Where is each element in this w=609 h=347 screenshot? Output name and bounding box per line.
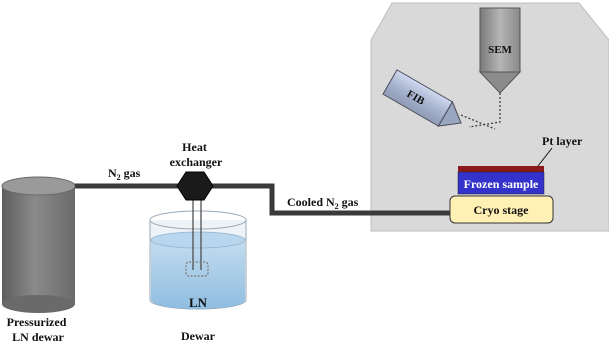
- pt-layer-pointer: [537, 147, 553, 167]
- cooled-gas-pipe: [212, 183, 450, 216]
- cryo-stage-label: Cryo stage: [474, 203, 530, 217]
- ln-dewar: [149, 210, 247, 310]
- cooled-n2-gas-label: Cooled N2 gas: [287, 195, 359, 211]
- ln-label: LN: [189, 295, 208, 310]
- heat-exchanger-label: Heat exchanger: [170, 140, 223, 169]
- pt-layer: [458, 166, 544, 172]
- pressurized-dewar-label: Pressurized LN dewar: [7, 315, 70, 344]
- n2-gas-label: N2 gas: [108, 166, 141, 182]
- vacuum-chamber: [370, 2, 609, 232]
- heat-exchanger-coil: [185, 195, 209, 277]
- pt-layer-label: Pt layer: [542, 134, 583, 148]
- sem-column: SEM: [478, 7, 522, 94]
- sem-label: SEM: [488, 44, 512, 56]
- frozen-sample: [457, 171, 545, 195]
- heat-exchanger: [176, 171, 214, 201]
- pressurized-ln-dewar: [1, 176, 76, 313]
- cryo-stage: [449, 195, 554, 224]
- sem-beam-path: [468, 93, 501, 128]
- dewar-label: Dewar: [181, 329, 216, 343]
- frozen-sample-label: Frozen sample: [464, 177, 539, 191]
- fib-column: FIB: [382, 69, 462, 127]
